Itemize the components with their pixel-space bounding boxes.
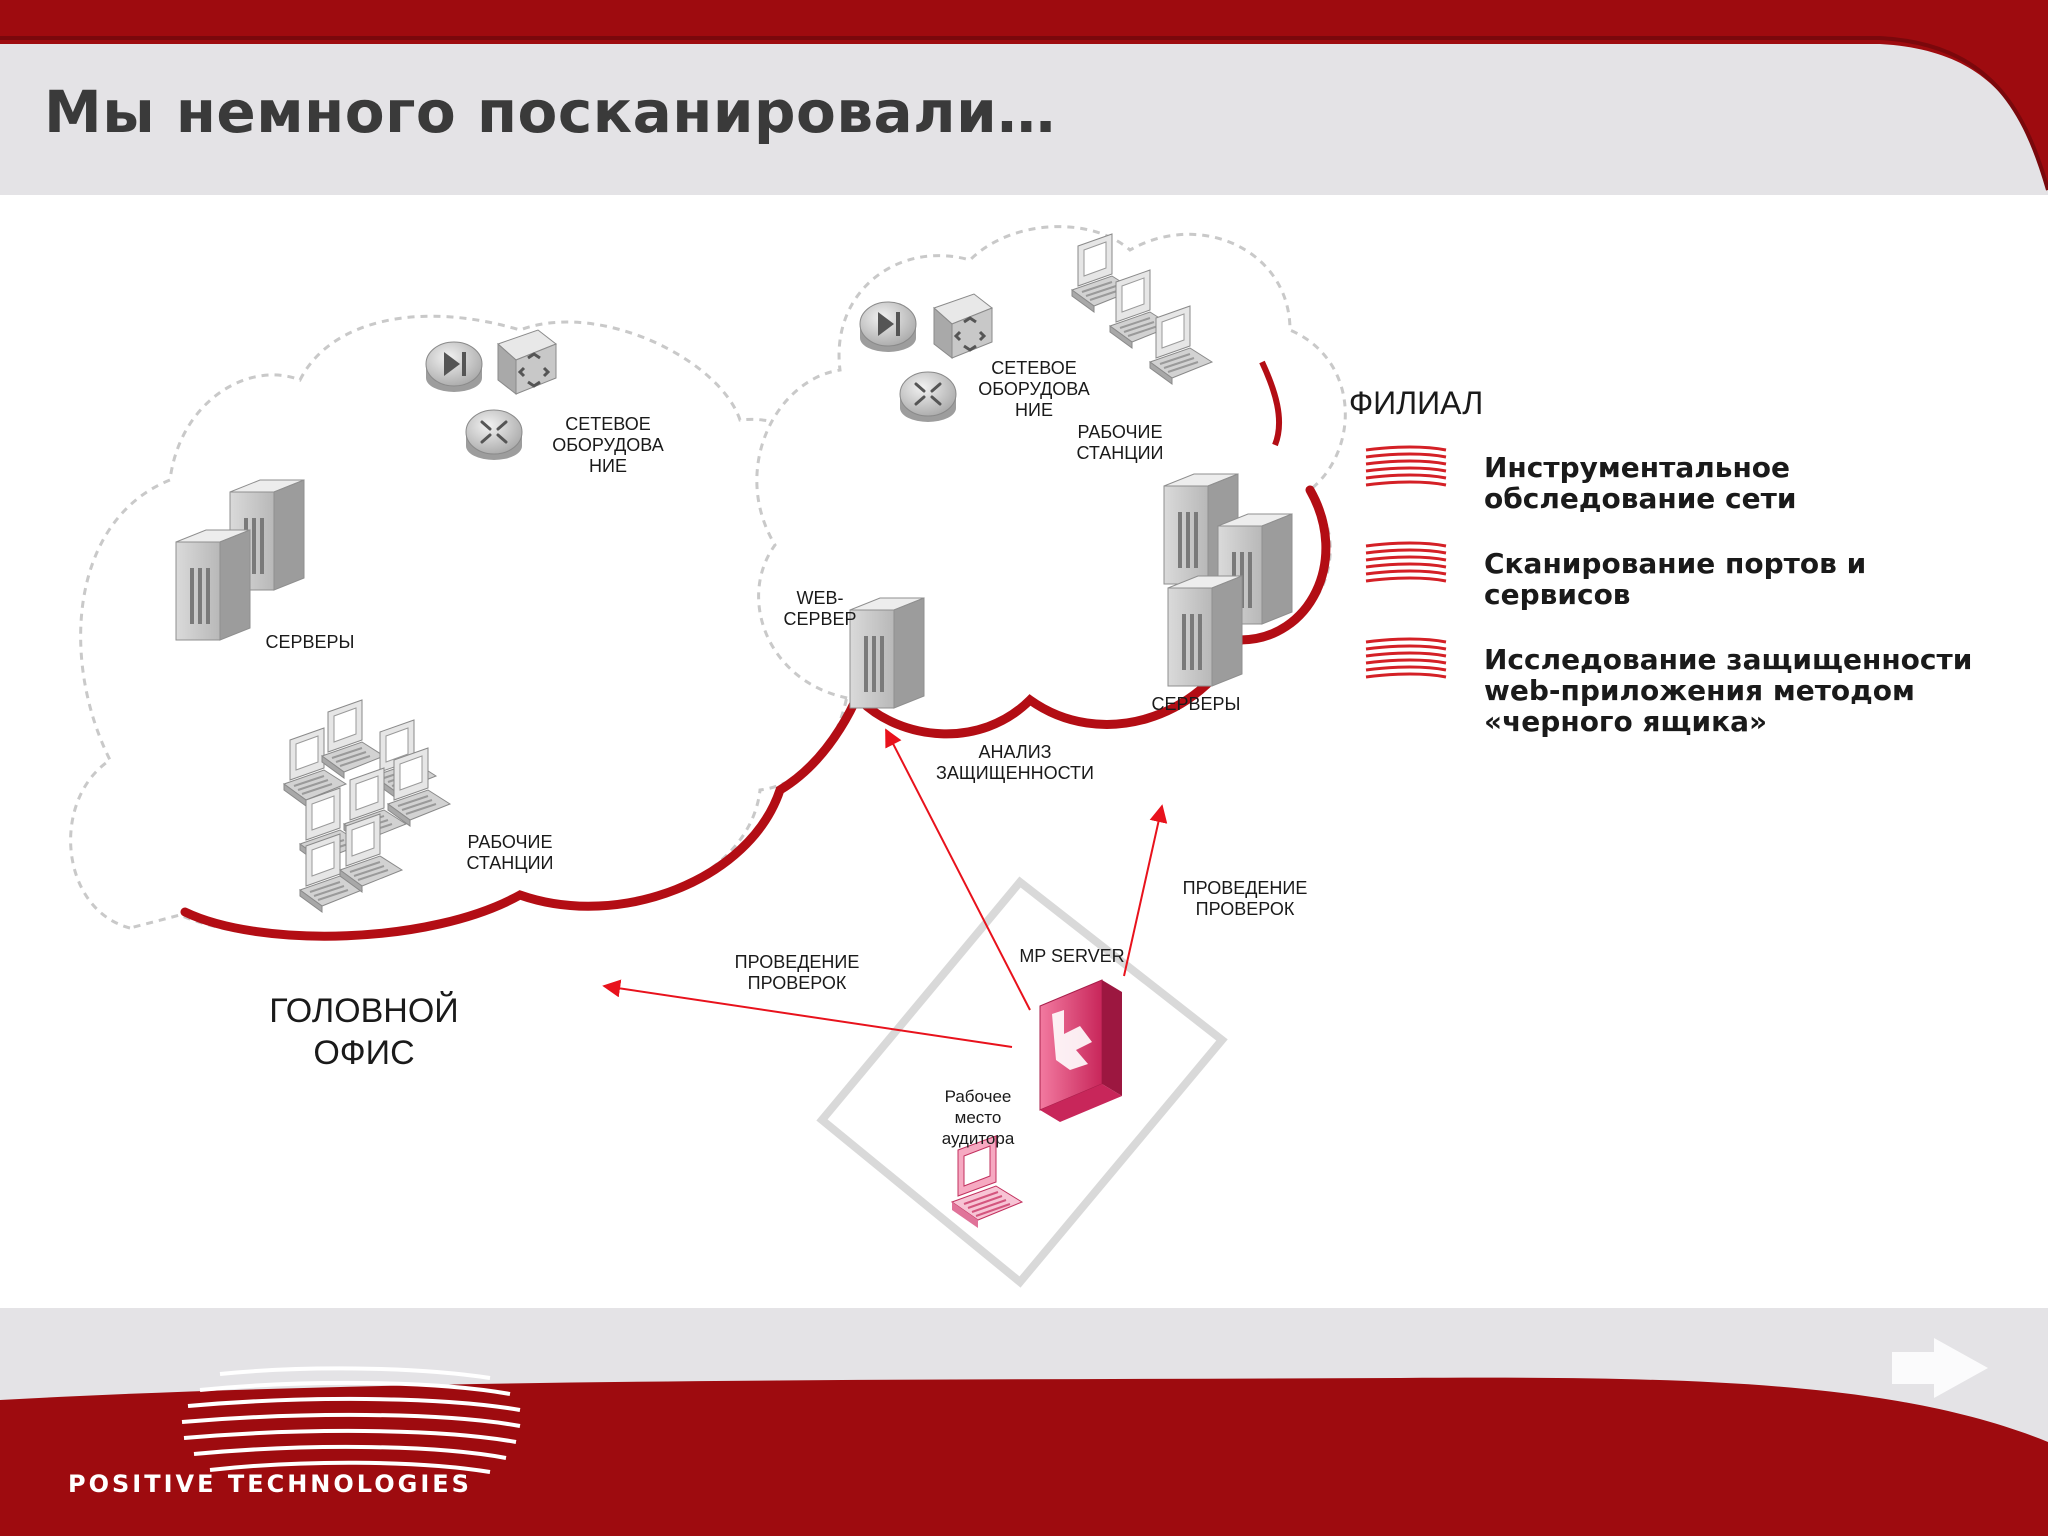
arrow-to-head-office bbox=[602, 979, 1013, 1048]
arrow-label-head-office: ПРОВЕДЕНИЕ ПРОВЕРОК bbox=[734, 952, 860, 993]
router-icon bbox=[464, 408, 524, 462]
mp-server-label: MP SERVER bbox=[1019, 946, 1125, 966]
router-icon bbox=[898, 370, 958, 424]
mp-server-icon bbox=[1039, 979, 1122, 1122]
auditor-workplace-label: Рабочее место аудитора bbox=[941, 1087, 1015, 1148]
branch-workstations-label: РАБОЧИЕ СТАНЦИИ bbox=[1076, 422, 1164, 463]
legend-item-webapp-blackbox: Исследование защищенности web-приложения… bbox=[1484, 643, 1973, 738]
red-stripes-icon bbox=[1364, 541, 1448, 583]
arrow-label-web-server: АНАЛИЗ ЗАЩИЩЕННОСТИ bbox=[936, 742, 1094, 783]
branch-network-label: СЕТЕВОЕ ОБОРУДОВА НИЕ bbox=[978, 358, 1090, 420]
next-arrow-icon[interactable] bbox=[1892, 1338, 1988, 1398]
branch-servers-label: СЕРВЕРЫ bbox=[1151, 694, 1241, 714]
arrow-label-branch: ПРОВЕДЕНИЕ ПРОВЕРОК bbox=[1182, 878, 1308, 919]
web-server-label: WEB- СЕРВЕР bbox=[783, 588, 857, 629]
auditor-workstation-icon bbox=[950, 1135, 1024, 1228]
head-office-servers-label: СЕРВЕРЫ bbox=[265, 632, 355, 652]
header-band bbox=[0, 0, 2048, 195]
firewall-icon bbox=[859, 301, 917, 353]
head-office-cloud bbox=[69, 314, 875, 941]
legend-item-network-audit: Инструментальное обследование сети bbox=[1484, 451, 1797, 515]
arrow-to-web-server bbox=[885, 728, 1031, 1011]
auditor-zone bbox=[816, 876, 1228, 1288]
branch-name: ФИЛИАЛ bbox=[1348, 385, 1484, 421]
head-office-name: ГОЛОВНОЙ ОФИС bbox=[269, 992, 459, 1072]
branch-cloud bbox=[755, 225, 1347, 739]
server-icon bbox=[175, 529, 251, 641]
red-stripes-icon bbox=[1364, 637, 1448, 679]
firewall-icon bbox=[425, 341, 483, 393]
server-icon bbox=[1167, 575, 1243, 687]
head-office-network-label: СЕТЕВОЕ ОБОРУДОВА НИЕ bbox=[552, 414, 664, 476]
slide-title: Мы немного посканировали… bbox=[44, 78, 1056, 146]
company-logo-text: POSITIVE TECHNOLOGIES bbox=[68, 1470, 472, 1498]
head-office-workstations-label: РАБОЧИЕ СТАНЦИИ bbox=[466, 832, 554, 873]
legend-item-port-scan: Сканирование портов и сервисов bbox=[1484, 547, 1867, 611]
arrow-to-branch bbox=[1123, 804, 1168, 977]
red-stripes-icon bbox=[1364, 445, 1448, 487]
footer-band bbox=[0, 1308, 2048, 1536]
logo-stripes-icon bbox=[181, 1366, 521, 1474]
